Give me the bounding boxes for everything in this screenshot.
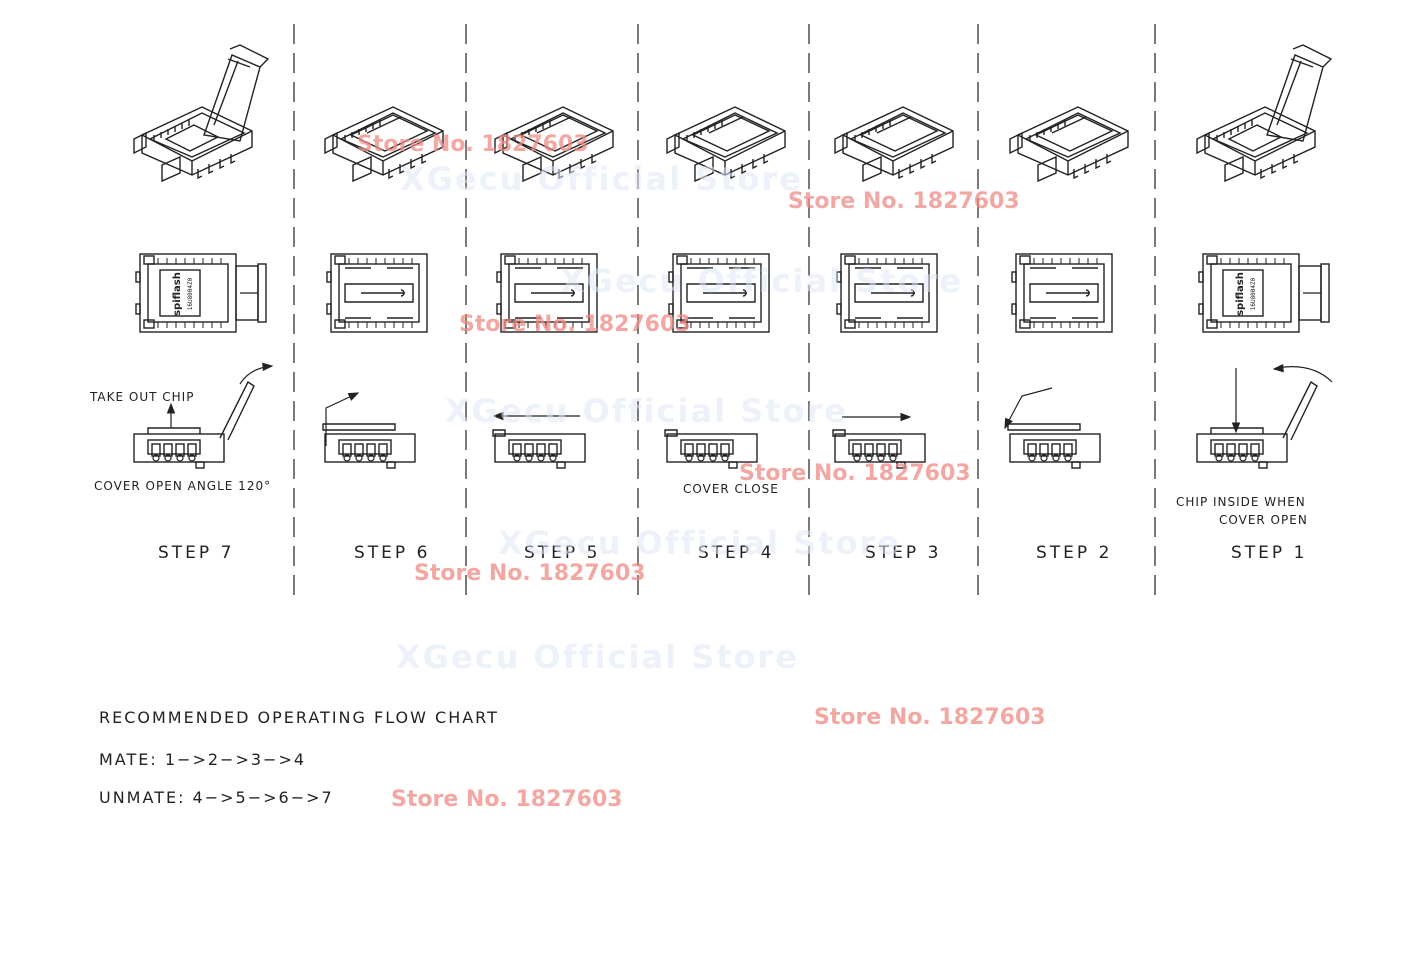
motion-arrows	[166, 362, 1333, 446]
socket-side-view-step-1	[1196, 380, 1318, 469]
socket-top-view-step-3	[836, 253, 938, 333]
socket-top-view-step-1: spiflash 16U8004Z0	[1198, 253, 1330, 333]
socket-top-view-step-6	[326, 253, 428, 333]
unmate-sequence: UNMATE: 4−>5−>6−>7	[99, 788, 334, 807]
step-4-label: STEP 4	[698, 543, 775, 563]
cover-open-angle-note: COVER OPEN ANGLE 120°	[94, 479, 272, 493]
socket-top-view-step-4	[668, 253, 770, 333]
socket-top-view-step-7: spiflash 16U8004Z0	[135, 253, 267, 333]
take-out-chip-note: TAKE OUT CHIP	[90, 390, 195, 404]
flow-chart-title: RECOMMENDED OPERATING FLOW CHART	[99, 708, 499, 727]
chip-marking-code: 16U8004Z0	[187, 277, 194, 310]
isometric-views-row	[133, 44, 1333, 183]
watermark-official: XGecu Official Store	[498, 524, 901, 562]
socket-side-view-step-4	[664, 429, 758, 469]
watermark-store: Store No. 1827603	[739, 461, 971, 486]
step-7-label: STEP 7	[158, 543, 235, 563]
rotate-arrow-step-1	[1275, 366, 1333, 383]
socket-isometric-step-1	[1196, 44, 1333, 183]
watermark-official: XGecu Official Store	[560, 262, 963, 300]
rotate-arrow-step-6	[325, 393, 357, 446]
step-1-label: STEP 1	[1231, 543, 1308, 563]
socket-side-view-step-5	[492, 429, 586, 469]
socket-top-view-step-5	[496, 253, 598, 333]
rotate-arrow-step-7-head	[262, 362, 274, 372]
socket-isometric-step-6	[324, 106, 444, 183]
socket-side-view-step-2	[1007, 423, 1101, 469]
socket-side-view-step-7	[133, 380, 255, 469]
socket-side-view-step-6	[322, 423, 416, 469]
rotate-arrow-step-2	[1005, 387, 1053, 427]
column-dividers	[293, 24, 1156, 602]
chip-inside-note-line1: CHIP INSIDE WHEN	[1176, 495, 1306, 509]
chip-inside-note-line2: COVER OPEN	[1219, 513, 1308, 527]
side-views-row	[133, 380, 1318, 469]
step-5-label: STEP 5	[524, 543, 601, 563]
watermark-store: Store No. 1827603	[391, 787, 623, 812]
step-6-label: STEP 6	[354, 543, 431, 563]
socket-isometric-step-2	[1009, 106, 1129, 183]
right-arrow-step-3-head	[900, 412, 912, 422]
watermark-official: XGecu Official Store	[400, 160, 803, 198]
socket-isometric-step-5	[494, 106, 614, 183]
rotate-arrow-step-1-head	[1272, 363, 1284, 373]
socket-isometric-step-3	[834, 106, 954, 183]
step-2-label: STEP 2	[1036, 543, 1113, 563]
chip-marking: spiflash	[1235, 272, 1246, 316]
chip-marking: spiflash	[172, 272, 183, 316]
chip-marking-code: 16U8004Z0	[1250, 277, 1257, 310]
watermark-store: Store No. 1827603	[357, 132, 589, 157]
watermark-official: XGecu Official Store	[445, 392, 848, 430]
step-3-label: STEP 3	[865, 543, 942, 563]
watermark-store: Store No. 1827603	[414, 561, 646, 586]
watermark-store: Store No. 1827603	[814, 705, 1046, 730]
socket-isometric-step-7	[133, 44, 270, 183]
mate-sequence: MATE: 1−>2−>3−>4	[99, 750, 307, 769]
up-arrow-step-7-head	[166, 402, 176, 414]
cover-close-note: COVER CLOSE	[683, 482, 779, 496]
top-views-row: spiflash 16U8004Z0 spiflash 16U8004Z0	[135, 253, 1330, 333]
watermark-official: XGecu Official Store	[396, 638, 799, 676]
watermark-store: Store No. 1827603	[788, 189, 1020, 214]
rotate-arrow-step-6-head	[347, 392, 360, 401]
watermark-store: Store No. 1827603	[459, 312, 691, 337]
down-arrow-step-1-head	[1231, 422, 1241, 434]
socket-top-view-step-2	[1011, 253, 1113, 333]
left-arrow-step-5-head	[492, 411, 504, 421]
socket-side-view-step-3	[832, 429, 926, 469]
rotate-arrow-step-2-head	[1004, 417, 1013, 430]
socket-isometric-step-4	[666, 106, 786, 183]
